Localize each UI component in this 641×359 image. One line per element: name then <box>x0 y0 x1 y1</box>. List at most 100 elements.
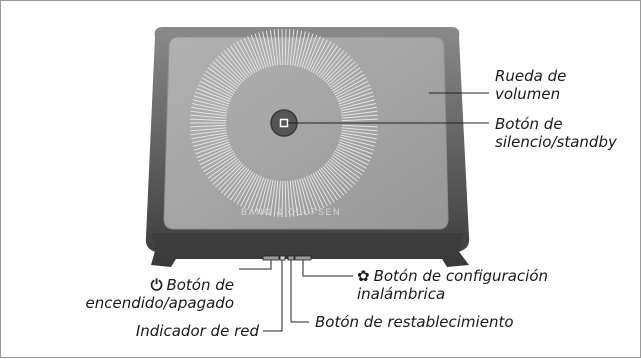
dial-tick <box>191 132 227 140</box>
dial-tick <box>205 70 236 92</box>
dial-tick <box>226 47 250 78</box>
dial-tick <box>325 162 353 188</box>
dial-tick <box>284 180 287 218</box>
wireless-setup-label: ✿Botón de configuración inalámbrica <box>357 267 549 303</box>
dial-tick <box>212 160 241 185</box>
leader-network <box>263 260 283 332</box>
dial-tick <box>203 152 235 173</box>
network-led-hw <box>279 255 286 261</box>
dial-tick <box>281 180 284 218</box>
dial-tick <box>334 77 367 96</box>
dial-tick <box>294 30 303 67</box>
dial-tick <box>296 31 306 67</box>
brand-label: BANG & OLUFSEN <box>241 207 341 217</box>
dial-tick <box>205 154 236 176</box>
dial-tick <box>333 73 365 94</box>
dial-tick <box>336 146 371 162</box>
dial-tick <box>338 91 373 105</box>
dial-tick <box>201 77 234 96</box>
dial-tick <box>191 106 227 114</box>
dial-tick <box>236 172 256 205</box>
dial-tick <box>196 143 231 159</box>
dial-tick <box>340 134 377 143</box>
dial-tick <box>324 164 351 191</box>
reset-button-hw <box>287 255 295 261</box>
dial-tick <box>337 87 372 103</box>
dial-tick <box>338 141 373 155</box>
dial-tick <box>240 39 258 72</box>
dial-tick <box>287 29 291 66</box>
dial-tick <box>335 80 369 98</box>
dial-tick <box>217 55 244 82</box>
dial-tick <box>212 61 241 86</box>
dial-tick <box>303 34 318 69</box>
dial-tick <box>301 178 314 213</box>
dial-tick <box>324 55 351 82</box>
dial-tick <box>327 61 356 86</box>
dial-tick <box>299 178 310 214</box>
dial-tick <box>197 84 232 100</box>
dial-tick <box>207 156 238 179</box>
dial-tick <box>341 132 377 140</box>
dial-tick <box>201 150 234 169</box>
dial-tick <box>191 103 228 112</box>
dial-tick <box>320 50 345 79</box>
dial-tick <box>318 47 342 78</box>
dial-tick <box>330 156 361 179</box>
leader-reset <box>290 260 309 323</box>
dial-tick <box>199 148 233 166</box>
dial-tick <box>223 50 248 79</box>
network-indicator-label: Indicador de red <box>135 322 259 340</box>
dial-tick <box>190 114 227 119</box>
dial-tick <box>332 154 363 176</box>
dial-tick <box>339 139 375 151</box>
dial-tick <box>329 64 359 88</box>
dial-tick <box>254 33 267 68</box>
dial-tick <box>310 39 328 72</box>
dial-tick <box>209 158 239 182</box>
mute-button-label: Botón de silencio/standby <box>495 115 617 151</box>
dial-tick <box>341 127 378 132</box>
dial-tick <box>341 129 378 136</box>
dial-tick <box>322 165 348 194</box>
dial-tick <box>258 178 269 214</box>
dial-tick <box>190 129 227 136</box>
dial-tick <box>229 170 252 201</box>
dial-tick <box>341 124 378 128</box>
dial-tick <box>327 160 356 185</box>
power-button-label: ⏻Botón de encendido/apagado <box>85 276 234 312</box>
dial-tick <box>236 41 256 74</box>
dial-tick <box>193 95 229 107</box>
dial-tick <box>215 162 243 188</box>
dial-tick <box>196 87 231 103</box>
dial-tick <box>310 174 328 207</box>
dial-tick <box>289 180 295 217</box>
dial-tick <box>340 99 376 110</box>
top-plate <box>163 36 449 230</box>
dial-tick <box>340 136 376 147</box>
dial-tick <box>341 118 378 122</box>
volume-wheel <box>190 28 378 218</box>
dial-tick <box>273 29 279 66</box>
dial-tick <box>273 180 279 217</box>
dial-tick <box>217 164 244 191</box>
leader-wireless <box>302 260 353 277</box>
dial-tick <box>220 165 246 194</box>
dial-tick <box>262 31 272 67</box>
dial-tick <box>320 167 345 196</box>
dial-tick <box>333 152 365 173</box>
dial-tick <box>308 175 325 209</box>
dial-tick <box>243 37 260 71</box>
dial-tick <box>299 32 310 68</box>
dial-tick <box>289 29 295 66</box>
dial-tick <box>284 28 287 66</box>
dial-tick <box>269 29 276 66</box>
dial-tick <box>292 29 299 66</box>
power-icon: ⏻ <box>150 276 163 294</box>
gear-icon: ✿ <box>357 267 370 285</box>
base-band <box>151 233 463 259</box>
dial-tick <box>190 118 227 122</box>
dial-tick <box>277 180 281 217</box>
